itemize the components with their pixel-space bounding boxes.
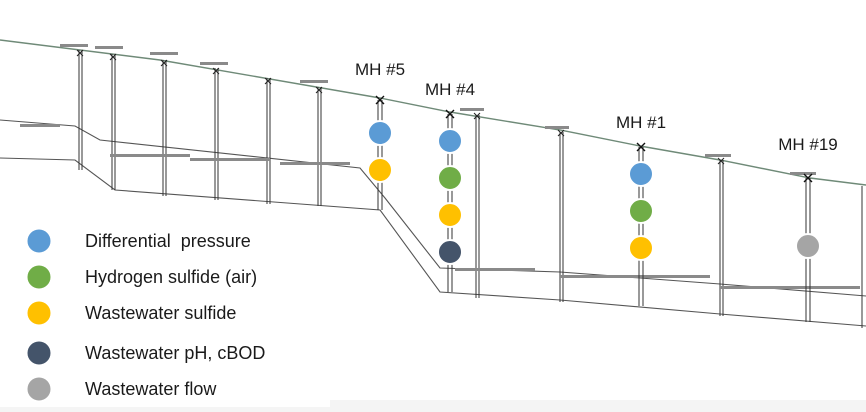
sensor-differential-pressure — [628, 161, 654, 187]
legend-swatch — [25, 263, 53, 291]
manhole-label: MH #5 — [355, 60, 405, 79]
ground-surface-line — [0, 39, 866, 186]
manhole-19: MH #19 — [778, 135, 838, 322]
manhole-5: MH #5 — [355, 60, 405, 210]
pipe-crown-line — [0, 119, 866, 297]
sensor-wastewater-sulfide — [367, 157, 393, 183]
legend-swatch — [25, 339, 53, 367]
manhole-label: MH #1 — [616, 113, 666, 132]
manhole-label: MH #4 — [425, 80, 475, 99]
sensor-wastewater-sulfide — [437, 202, 463, 228]
sensor-differential-pressure — [437, 128, 463, 154]
sensor-wastewater-ph-cbod — [437, 239, 463, 265]
legend-label: Hydrogen sulfide (air) — [85, 267, 257, 287]
sensor-hydrogen-sulfide-air — [628, 198, 654, 224]
sensor-wastewater-flow — [795, 233, 821, 259]
legend-item-wastewater-ph-cbod: Wastewater pH, cBOD — [0, 335, 330, 371]
legend-item-wastewater-sulfide: Wastewater sulfide — [0, 295, 330, 331]
manhole-marker — [445, 109, 455, 119]
legend-item-hydrogen-sulfide-air: Hydrogen sulfide (air) — [0, 259, 330, 295]
manhole-label: MH #19 — [778, 135, 838, 154]
legend-label: Differential pressure — [85, 231, 251, 251]
manhole-marker — [375, 95, 385, 105]
manhole-marker — [636, 142, 646, 152]
sensor-hydrogen-sulfide-air — [437, 165, 463, 191]
legend-swatch — [25, 375, 53, 403]
manhole-marker — [803, 173, 813, 183]
legend-label: Wastewater pH, cBOD — [85, 343, 265, 363]
legend-swatch — [25, 227, 53, 255]
manhole-1: MH #1 — [616, 113, 666, 306]
legend-item-differential-pressure: Differential pressure — [0, 223, 330, 259]
manhole-4: MH #4 — [425, 80, 475, 292]
sensor-wastewater-sulfide — [628, 235, 654, 261]
legend-item-wastewater-flow: Wastewater flow — [0, 371, 330, 407]
sensor-differential-pressure — [367, 120, 393, 146]
station-label-blur — [20, 44, 860, 289]
ground-markers — [76, 49, 725, 165]
legend-label: Wastewater sulfide — [85, 303, 236, 323]
monitoring-manholes: MH #5 MH #4 MH #1 MH #19 — [355, 60, 838, 322]
legend-label: Wastewater flow — [85, 379, 217, 399]
legend-swatch — [25, 299, 53, 327]
manhole-shafts — [78, 50, 863, 328]
